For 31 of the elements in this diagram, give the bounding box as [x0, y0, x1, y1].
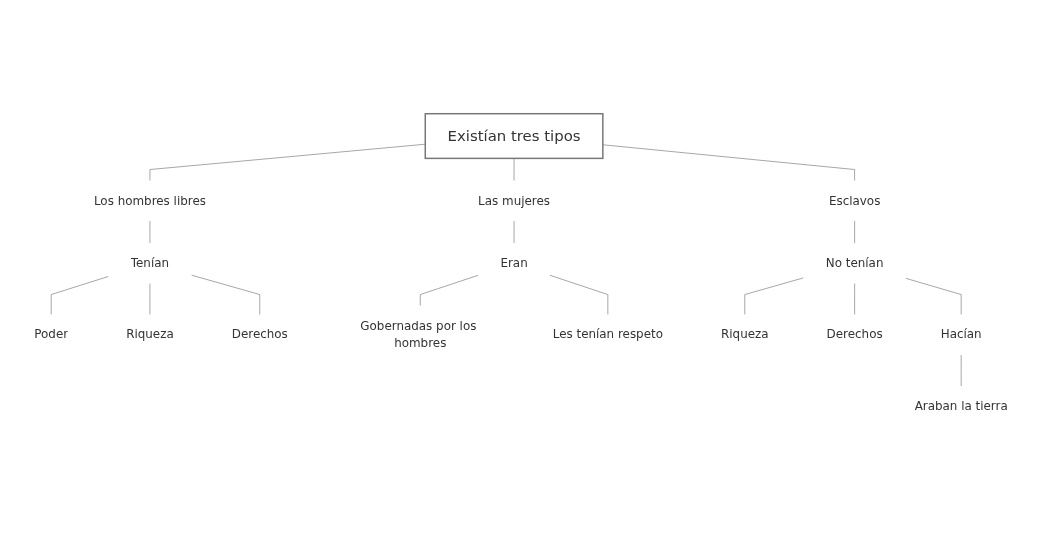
connector	[149, 283, 151, 315]
node-text: Las mujeres	[478, 193, 550, 208]
node-text: Poder	[34, 327, 69, 342]
connector	[513, 220, 515, 244]
connector	[549, 274, 609, 315]
connector	[419, 274, 479, 307]
node-text: Riqueza	[126, 327, 174, 342]
connector	[602, 144, 855, 182]
node-text: Derechos	[826, 327, 883, 342]
node-text: Eran	[500, 255, 528, 270]
connector	[744, 277, 804, 315]
connector	[854, 283, 855, 315]
node-text: Tenían	[130, 255, 170, 270]
node-box: Existían tres tipos	[424, 112, 604, 160]
node-text: Los hombres libres	[93, 193, 206, 208]
node-text: No tenían	[825, 255, 884, 270]
connector	[960, 354, 962, 387]
connector	[513, 158, 515, 182]
node-text: Les tenían respeto	[552, 327, 663, 342]
connector	[854, 220, 855, 244]
connector	[191, 274, 261, 315]
node-text: Derechos	[231, 327, 288, 342]
connector	[905, 277, 962, 315]
node-text: Araban la tierra	[914, 398, 1008, 413]
node-text: Esclavos	[828, 193, 881, 208]
node-text: Hacían	[940, 327, 982, 342]
connector	[149, 220, 151, 244]
node-text: Gobernadas por los hombres	[360, 318, 477, 351]
connector	[149, 143, 426, 182]
connector	[50, 276, 109, 315]
node-text: Riqueza	[721, 327, 769, 342]
